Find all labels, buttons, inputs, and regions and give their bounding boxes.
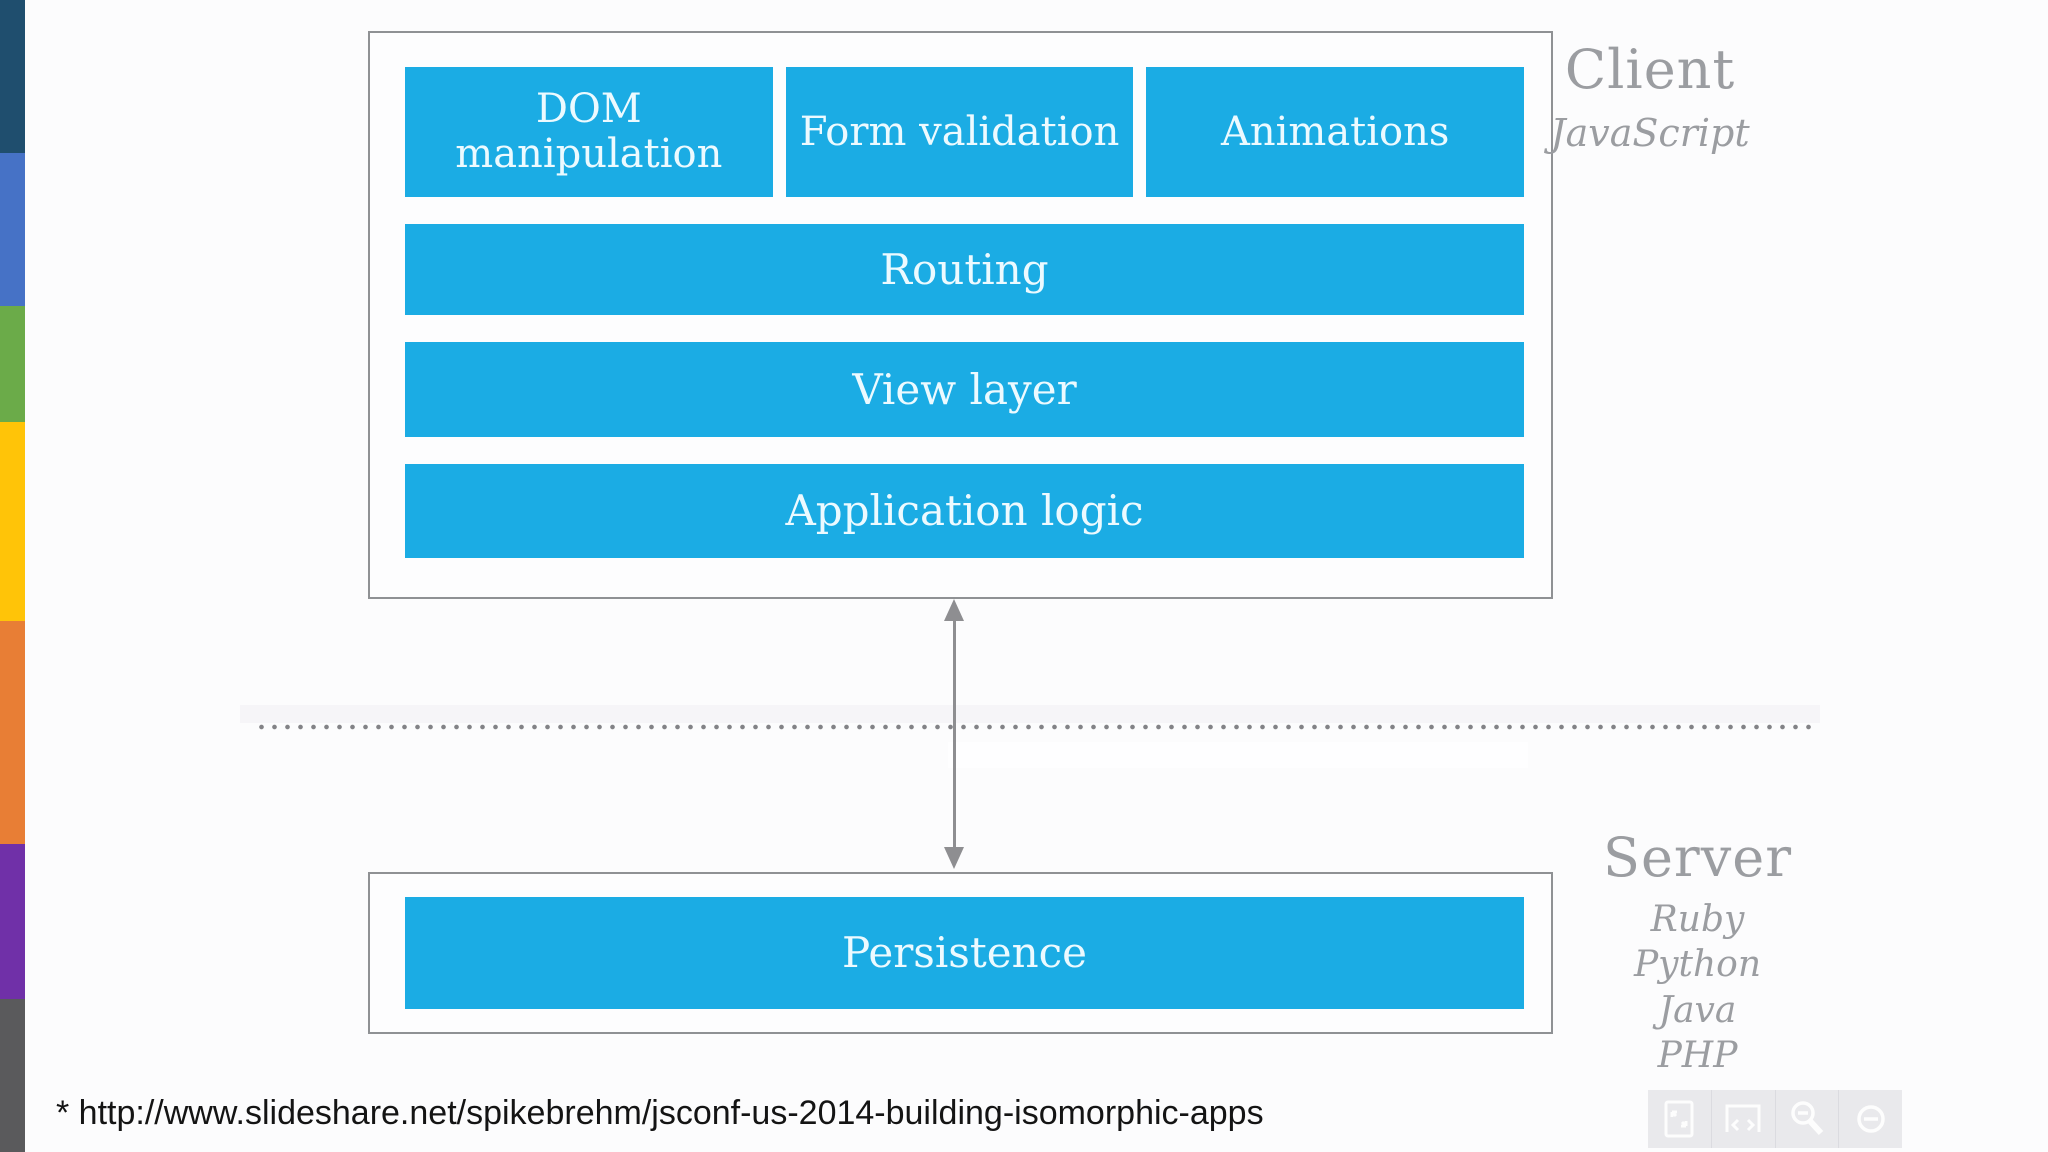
connector-arrowhead-down (944, 847, 964, 869)
block-form-validation: Form validation (785, 67, 1134, 197)
block-application-logic: Application logic (405, 464, 1524, 558)
stripe-segment-orange (0, 621, 25, 844)
client-label-group: Client JavaScript (1550, 38, 1750, 155)
client-architecture-box: DOM manipulation Form validation Animati… (368, 31, 1553, 599)
fullscreen-icon[interactable] (1648, 1090, 1712, 1148)
stripe-segment-blue (0, 153, 25, 306)
block-view-layer: View layer (405, 342, 1524, 437)
progress-stripe (0, 0, 25, 1152)
block-dom-manipulation: DOM manipulation (405, 67, 773, 197)
client-label: Client (1564, 38, 1736, 101)
fit-width-icon[interactable] (1712, 1090, 1776, 1148)
zoom-icon[interactable] (1776, 1090, 1840, 1148)
client-language-label: JavaScript (1550, 111, 1750, 155)
stripe-segment-yellow (0, 422, 25, 621)
server-label-group: Server Ruby Python Java PHP (1550, 826, 1845, 1078)
server-language-python: Python (1633, 944, 1762, 986)
zoom-out-icon[interactable] (1839, 1090, 1902, 1148)
connector-arrow-line (953, 618, 956, 850)
server-language-ruby: Ruby (1650, 899, 1745, 940)
stripe-segment-gray (0, 999, 25, 1152)
server-language-php: PHP (1657, 1035, 1738, 1077)
server-label: Server (1602, 826, 1793, 889)
stripe-segment-purple (0, 844, 25, 999)
stripe-segment-green (0, 306, 25, 422)
block-routing: Routing (405, 224, 1524, 315)
server-languages-list: Ruby Python Java PHP (1550, 897, 1845, 1078)
connector-arrowhead-up (944, 599, 964, 621)
viewer-toolbar (1648, 1090, 1902, 1148)
block-animations: Animations (1146, 67, 1524, 197)
compression-ghost-band (948, 742, 1528, 768)
source-attribution-note: * http://www.slideshare.net/spikebrehm/j… (56, 1094, 1264, 1132)
server-language-java: Java (1658, 989, 1737, 1031)
stripe-segment-navy (0, 0, 25, 153)
compression-ghost-band (240, 705, 1820, 723)
client-capability-row: DOM manipulation Form validation Animati… (405, 67, 1524, 197)
client-server-divider-dotted-line (255, 724, 1815, 730)
block-persistence: Persistence (405, 897, 1524, 1009)
server-architecture-box: Persistence (368, 872, 1553, 1034)
